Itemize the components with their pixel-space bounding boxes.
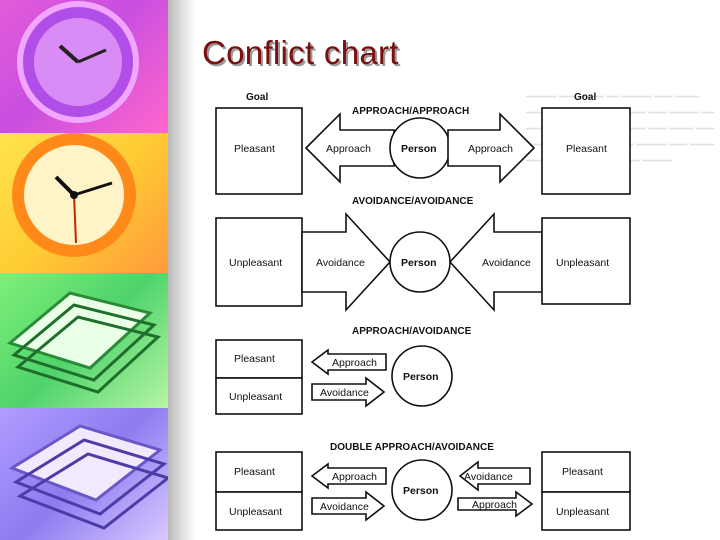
- row1-person-label: Person: [401, 143, 437, 155]
- approach-arrow-row3: [310, 348, 387, 376]
- row4-arrow-lb-label: Avoidance: [320, 501, 369, 513]
- section-double-approach-avoidance-title: DOUBLE APPROACH/AVOIDANCE: [330, 442, 494, 453]
- purple-clock-photo: [0, 0, 168, 133]
- pleasant-goal-box-right: [541, 107, 631, 195]
- row4-arrow-rb-label: Approach: [472, 499, 517, 511]
- row1-right-arrow-label: Approach: [468, 143, 513, 155]
- decorative-photo-strip: [0, 0, 168, 540]
- section-avoidance-avoidance-title: AVOIDANCE/AVOIDANCE: [352, 196, 474, 207]
- pleasant-box-row4-left: [215, 451, 303, 493]
- goal-left-label: Goal: [246, 92, 268, 103]
- approach-arrow-row4-left: [310, 462, 387, 490]
- row2-right-box-label: Unpleasant: [556, 257, 609, 269]
- row4-left-top-label: Pleasant: [234, 466, 275, 478]
- row4-person-label: Person: [403, 485, 439, 497]
- row1-left-arrow-label: Approach: [326, 143, 371, 155]
- row3-arrow-bottom-label: Avoidance: [320, 387, 369, 399]
- row2-person-label: Person: [401, 257, 437, 269]
- unpleasant-box-row3: [215, 377, 303, 415]
- row4-arrow-lt-label: Approach: [332, 471, 377, 483]
- unpleasant-goal-box-left: [215, 217, 303, 307]
- person-circle-row3: [391, 345, 453, 407]
- row3-box-top-label: Pleasant: [234, 353, 275, 365]
- row2-left-box-label: Unpleasant: [229, 257, 282, 269]
- pleasant-box-row3: [215, 339, 303, 379]
- approach-arrow-row4-right: [457, 490, 534, 518]
- section-approach-avoidance-title: APPROACH/AVOIDANCE: [352, 326, 472, 337]
- unpleasant-goal-box-right: [541, 217, 631, 305]
- row1-left-box-label: Pleasant: [234, 143, 275, 155]
- pleasant-goal-box-left: [215, 107, 303, 195]
- green-papers-photo: [0, 273, 168, 408]
- goal-right-label: Goal: [574, 92, 596, 103]
- orange-clock-photo: [0, 133, 168, 273]
- strip-shadow: [168, 0, 196, 540]
- section-approach-approach-title: APPROACH/APPROACH: [352, 106, 469, 117]
- avoidance-arrow-right: [448, 211, 543, 313]
- row3-box-bottom-label: Unpleasant: [229, 391, 282, 403]
- slide-title: Conflict chart: [202, 34, 399, 71]
- row4-arrow-rt-label: Avoidance: [464, 471, 513, 483]
- avoidance-arrow-left: [301, 211, 392, 313]
- purple-papers-photo: [0, 408, 168, 540]
- row3-person-label: Person: [403, 371, 439, 383]
- avoidance-arrow-row4-left: [311, 490, 386, 522]
- avoidance-arrow-row4-right: [458, 460, 531, 492]
- row1-right-box-label: Pleasant: [566, 143, 607, 155]
- row4-left-bottom-label: Unpleasant: [229, 506, 282, 518]
- avoidance-arrow-row3: [311, 376, 386, 408]
- row2-right-arrow-label: Avoidance: [482, 257, 531, 269]
- approach-arrow-right: [447, 112, 536, 184]
- pleasant-box-row4-right: [541, 451, 631, 493]
- person-circle-row4: [391, 459, 453, 521]
- unpleasant-box-row4-right: [541, 491, 631, 531]
- conflict-diagram: .bx { fill: #ffffff; stroke: #111; strok…: [215, 92, 631, 531]
- row4-right-bottom-label: Unpleasant: [556, 506, 609, 518]
- unpleasant-box-row4-left: [215, 491, 303, 531]
- row4-right-top-label: Pleasant: [562, 466, 603, 478]
- row3-arrow-top-label: Approach: [332, 357, 377, 369]
- row2-left-arrow-label: Avoidance: [316, 257, 365, 269]
